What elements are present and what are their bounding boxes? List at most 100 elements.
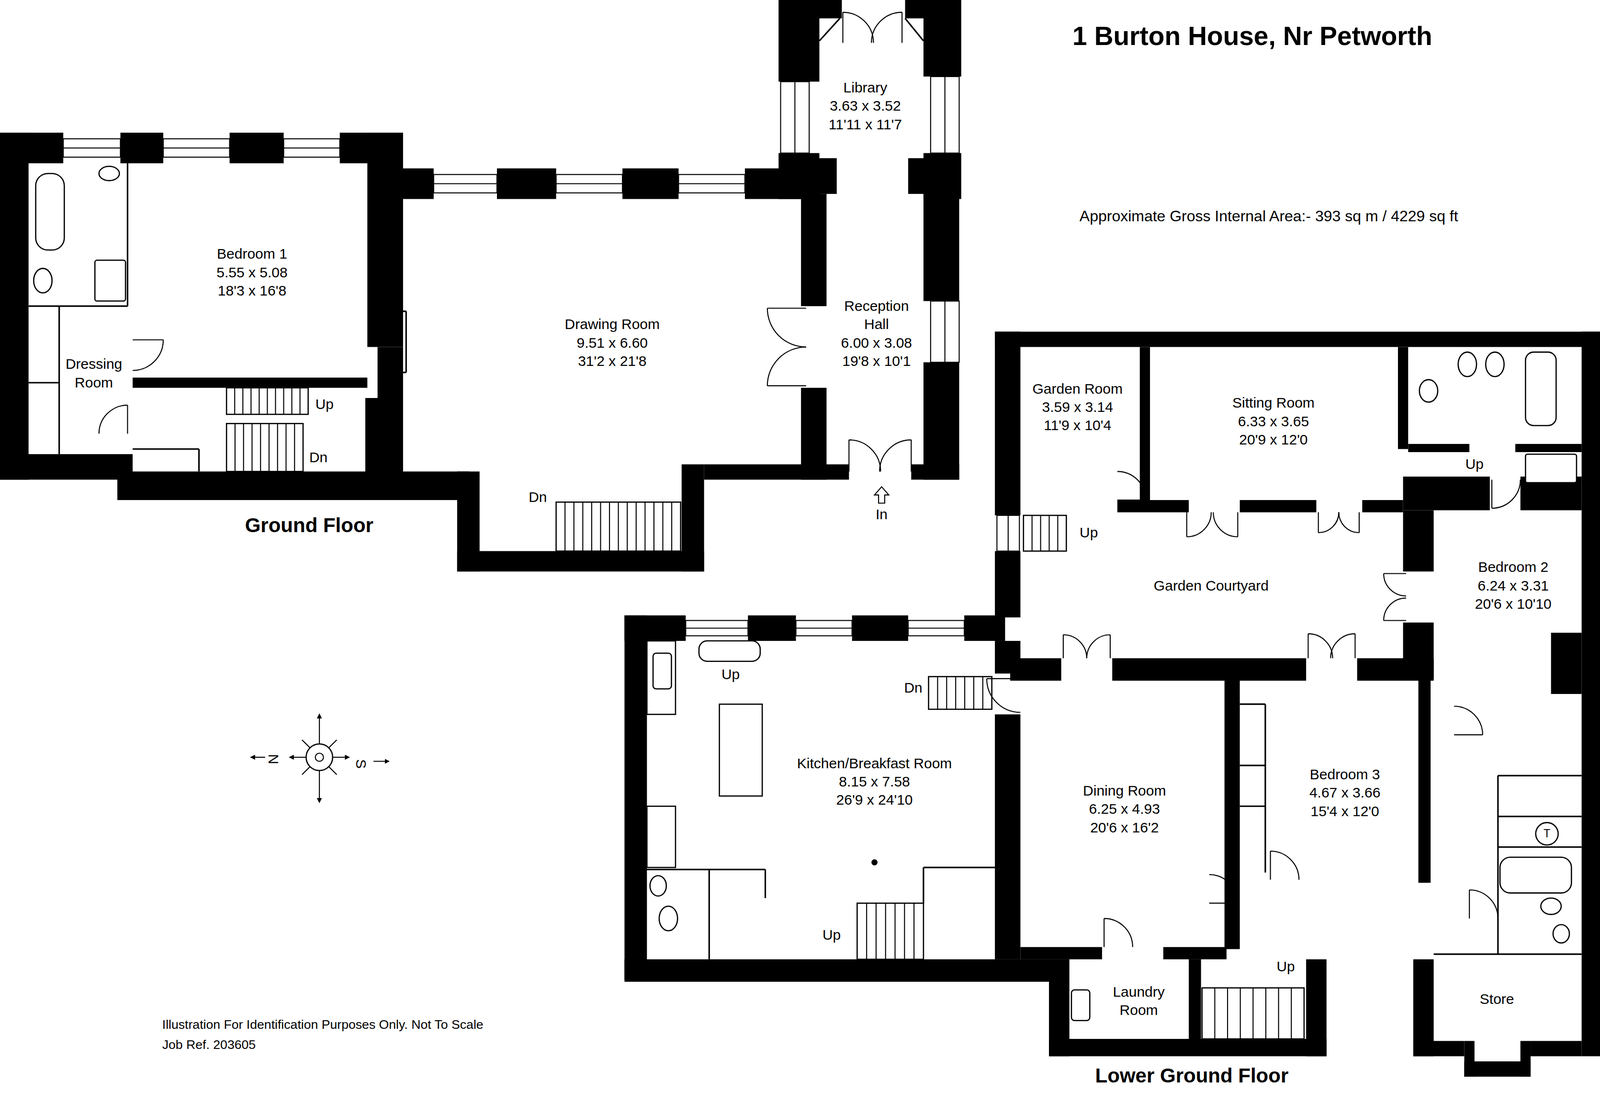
stair-tread xyxy=(1057,515,1059,552)
window-glass xyxy=(556,182,623,184)
stair-outline xyxy=(1023,515,1067,552)
room-label: Drawing Room9.51 x 6.6031'2 x 21'8 xyxy=(564,315,660,371)
window xyxy=(996,515,1020,552)
partition-line xyxy=(405,311,407,373)
stair-direction: Up xyxy=(1275,957,1296,975)
partition-line xyxy=(382,371,406,373)
fixture xyxy=(719,703,763,796)
window-glass xyxy=(678,182,745,184)
wall xyxy=(778,0,820,82)
wall xyxy=(496,168,557,200)
sanitary-fitting xyxy=(659,905,678,931)
partition-line xyxy=(132,448,200,450)
wall xyxy=(905,0,931,19)
wall xyxy=(0,132,29,480)
title-holder: 1 Burton House, Nr Petworth xyxy=(1071,20,1434,52)
window-frame xyxy=(283,138,340,158)
wall xyxy=(1520,1040,1531,1077)
window xyxy=(930,76,960,154)
stair-direction: Up xyxy=(821,926,842,943)
stair-outline xyxy=(226,387,309,415)
label-holder: Dn xyxy=(527,488,548,506)
room-dimension: 6.33 x 3.65 xyxy=(1232,412,1315,431)
stair-tread xyxy=(277,423,279,472)
room-dimension: 9.51 x 6.60 xyxy=(564,333,660,352)
stair-outline xyxy=(1202,987,1305,1039)
stair-tread xyxy=(299,387,301,415)
staircase xyxy=(928,676,992,710)
stair-tread xyxy=(626,501,628,551)
wall xyxy=(994,331,1021,516)
floor-plan: Lower Ground FloorGarden Room3.59 x 3.14… xyxy=(617,331,1600,1093)
wall xyxy=(1239,499,1317,513)
stair-tread xyxy=(982,676,984,710)
window-frame xyxy=(163,138,230,158)
window-glass xyxy=(283,147,340,149)
wall xyxy=(1403,622,1434,679)
wall xyxy=(1403,509,1434,572)
partition-line xyxy=(764,868,767,898)
room-dimension: 20'9 x 12'0 xyxy=(1232,430,1315,449)
label-holder: Job Ref. 203605 xyxy=(161,1036,257,1052)
wall xyxy=(816,0,842,19)
stair-tread xyxy=(599,501,601,551)
wall xyxy=(994,714,1021,959)
wall xyxy=(229,132,284,164)
room-dimension: 8.15 x 7.58 xyxy=(797,772,952,791)
partition-line xyxy=(1498,845,1582,848)
stair-tread xyxy=(885,902,887,959)
window-glass xyxy=(433,182,497,184)
stair-tread xyxy=(242,387,244,415)
fixture xyxy=(1499,856,1572,893)
window-glass xyxy=(1007,515,1009,552)
sanitary-fitting xyxy=(1535,822,1559,845)
fixture xyxy=(1071,989,1090,1021)
wall xyxy=(747,615,796,641)
stair-tread xyxy=(573,501,575,551)
stair-tread xyxy=(258,387,260,415)
room-label: Laundry Room xyxy=(1100,982,1178,1020)
partition-line xyxy=(126,163,129,306)
stair-tread xyxy=(866,902,868,959)
stair-tread xyxy=(259,423,261,472)
room-label: Dressing Room xyxy=(61,354,127,392)
door-swing xyxy=(1453,705,1483,735)
wall xyxy=(117,471,470,500)
stair-tread xyxy=(1048,515,1050,552)
stair-direction: Dn xyxy=(527,488,548,506)
label-holder: Illustration For Identification Purposes… xyxy=(161,1016,485,1032)
room-name: Bedroom 3 xyxy=(1309,765,1381,784)
wall xyxy=(704,463,850,480)
stair-outline xyxy=(556,501,681,551)
compass-arrow xyxy=(328,766,337,775)
wall xyxy=(994,551,1021,618)
stair-tread xyxy=(591,501,593,551)
window-glass xyxy=(908,627,965,629)
fixture xyxy=(35,173,65,250)
door-swing xyxy=(879,439,912,472)
wall xyxy=(1403,476,1490,510)
partition-line xyxy=(905,18,924,41)
room-name: Sitting Room xyxy=(1232,393,1315,412)
window xyxy=(685,619,748,636)
stair-tread xyxy=(635,501,637,551)
room-name: Dining Room xyxy=(1082,781,1166,800)
window-frame xyxy=(795,619,852,636)
compass-arrow xyxy=(328,739,337,748)
wall xyxy=(622,168,679,200)
stair-tread xyxy=(964,676,966,710)
stair-tread xyxy=(903,902,905,959)
stair-tread xyxy=(875,902,877,959)
staircase xyxy=(856,902,924,959)
door-swing xyxy=(132,339,164,371)
wall xyxy=(365,397,404,480)
room-label: Garden Room3.59 x 3.1411'9 x 10'4 xyxy=(1032,379,1123,435)
compass xyxy=(250,714,389,802)
partition-line xyxy=(382,310,406,312)
room-dimension: 4.67 x 3.66 xyxy=(1309,783,1381,802)
wall xyxy=(1418,678,1431,883)
stair-tread xyxy=(291,387,293,415)
wall xyxy=(1551,632,1582,694)
door-swing xyxy=(843,12,874,44)
partition-line xyxy=(646,868,766,870)
